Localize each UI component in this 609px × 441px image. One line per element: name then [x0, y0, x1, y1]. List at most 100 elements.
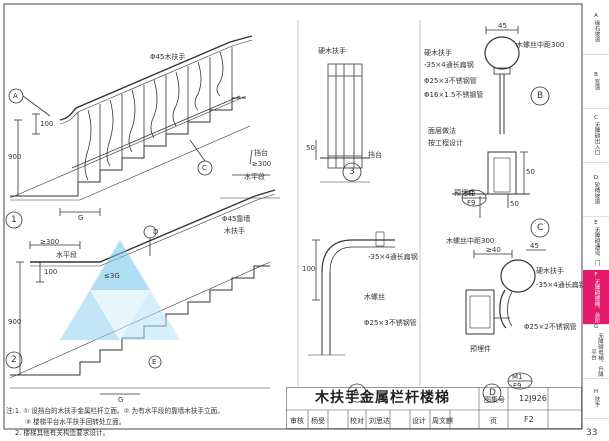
tab-text: 无障碍楼梯、台阶	[593, 278, 600, 323]
label-leaning-handrail-2: 木扶手	[224, 227, 245, 235]
label-b-pipe2: Φ16×1.5不锈钢管	[424, 91, 484, 99]
figure-a-section	[308, 231, 395, 403]
label-wood-screw: 木螺丝	[364, 293, 385, 301]
page-label: 页	[490, 417, 497, 425]
sidebar-tab-b[interactable]: B 盲道	[583, 54, 609, 109]
figure-3-number: 3	[349, 167, 355, 177]
label-c-design: 按工程设计	[428, 139, 463, 147]
figure-d-number: D	[489, 388, 496, 398]
label-leaning-handrail: Φ45靠墙	[222, 215, 251, 223]
check-label: 校对	[350, 417, 364, 425]
label-c-ref: C	[202, 164, 207, 172]
note-line-1: 注:1. ① 设挡台的木扶手金属栏杆立面。② 为有水平段的靠墙木扶手立面。	[6, 407, 224, 415]
label-d-ref: D	[153, 228, 159, 236]
label-d-pipe: Φ25×2不锈钢管	[524, 323, 577, 331]
tab-text: 缘石坡道	[593, 19, 600, 42]
sidebar-tab-h[interactable]: H 扶手	[583, 378, 609, 419]
tab-text: 无障碍电梯、升降平台	[590, 332, 603, 377]
label-d-ref-bot: F9	[513, 382, 522, 390]
figure-c-section	[452, 151, 550, 238]
page-number: 33	[586, 428, 598, 438]
tab-text: 无障碍通道、门	[593, 227, 600, 266]
label-b-hardwood: 硬木扶手	[424, 49, 452, 57]
check-name: 刘思达	[369, 417, 390, 425]
label-c-ref-top: M2	[465, 190, 476, 198]
label-dim-100-middle: 100	[302, 265, 316, 273]
label-b-screw: 木螺丝中距300	[516, 41, 565, 49]
label-d-embed: 预埋件	[470, 345, 491, 353]
label-dim-100-top: 100	[40, 120, 54, 128]
sidebar-tab-e[interactable]: E 无障碍通道、门	[583, 216, 609, 271]
figure-3-section	[315, 63, 370, 183]
label-baluster: 挡台	[254, 149, 268, 157]
figure-1-number: 1	[11, 215, 17, 225]
label-dim-300-top: ≥300	[252, 160, 272, 168]
chapter-sidebar: A 缘石坡道 B 盲道 C 无障碍出入口 D 轮椅坡道 E 无障碍通道、门 F …	[583, 0, 609, 419]
label-a-ref: A	[13, 92, 18, 100]
atlas-label: 图集号	[484, 396, 505, 404]
label-c-surface: 面层做法	[428, 127, 456, 135]
tab-text: 盲道	[593, 79, 600, 90]
label-d-flat: -35×4通长扁钢	[536, 281, 586, 289]
sidebar-tab-g[interactable]: G 无障碍电梯、升降平台	[583, 324, 609, 379]
label-hardwood-middle: 硬木扶手	[318, 47, 346, 55]
tab-text: 扶手	[593, 396, 600, 407]
tab-letter: G	[593, 324, 599, 330]
label-flat-steel-middle: -35×4通长扁钢	[368, 253, 418, 261]
tab-letter: D	[593, 174, 599, 181]
label-dim-3g: ≤3G	[104, 272, 120, 280]
review-label: 审核	[290, 417, 304, 425]
design-name: 周文麒	[432, 417, 453, 425]
label-d-dim40: ≥40	[486, 246, 501, 254]
label-d-hardwood: 硬木扶手	[536, 267, 564, 275]
tab-letter: F	[594, 271, 598, 278]
label-d-screw: 木螺丝中距300	[446, 237, 495, 245]
drawing-title: 木扶手金属栏杆楼梯	[315, 390, 450, 406]
figure-1-stair-elevation	[5, 35, 280, 229]
label-g-ref: G	[78, 214, 84, 222]
note-line-3: 2. 楼梯其他有关构造要求设计。	[15, 429, 110, 437]
sidebar-tab-a[interactable]: A 缘石坡道	[583, 0, 609, 55]
atlas-value: 12J926	[519, 394, 547, 403]
title-block-grid	[286, 387, 582, 429]
figure-b-number: B	[537, 91, 544, 101]
design-label: 设计	[412, 417, 426, 425]
figure-b-section	[484, 26, 550, 134]
label-c-embed: 预埋件	[454, 189, 475, 197]
label-b-pipe1: Φ25×3不锈钢管	[424, 77, 477, 85]
label-c-ref-bot: F9	[467, 199, 476, 207]
label-baluster-middle: 挡台	[368, 151, 382, 159]
tab-letter: A	[594, 12, 598, 19]
label-dim-50-middle: 50	[306, 144, 315, 152]
tab-letter: H	[593, 389, 599, 395]
review-name: 杨旻	[311, 417, 325, 425]
label-e-ref: E	[152, 358, 157, 366]
label-horizontal-bottom: 水平段	[56, 251, 77, 259]
figure-a-number: A	[353, 388, 360, 398]
sheet-frame	[3, 3, 583, 430]
label-c-dim50b: 50	[510, 200, 519, 208]
label-horizontal-top: 水平段	[244, 173, 265, 181]
tab-letter: E	[594, 220, 598, 227]
sidebar-tab-f[interactable]: F 无障碍楼梯、台阶	[583, 270, 609, 325]
figure-c-number: C	[537, 223, 544, 233]
page-value: F2	[524, 415, 534, 424]
label-dim-300-bottom: ≥300	[40, 238, 60, 246]
label-pipe-middle: Φ25×3不锈钢管	[364, 319, 417, 327]
figure-2-number: 2	[11, 355, 17, 365]
label-d-dim45: 45	[530, 242, 539, 250]
figure-d-section	[465, 249, 546, 403]
label-b-dim: 45	[498, 22, 507, 30]
notes: 注:1. ① 设挡台的木扶手金属栏杆立面。② 为有水平段的靠墙木扶手立面。 ③ …	[6, 406, 224, 439]
tab-letter: B	[594, 72, 598, 78]
sidebar-tab-c[interactable]: C 无障碍出入口	[583, 108, 609, 163]
label-b-flat: -35×4通长扁钢	[424, 61, 474, 69]
note-line-2: ③ 楼梯平台水平扶手回转处立面。	[25, 418, 126, 426]
watermark-logo	[60, 240, 180, 340]
label-g-ref-bottom: G	[118, 396, 124, 404]
tab-text: 无障碍出入口	[593, 122, 600, 155]
sidebar-tab-d[interactable]: D 轮椅坡道	[583, 162, 609, 217]
label-dim-100-bottom: 100	[44, 268, 58, 276]
